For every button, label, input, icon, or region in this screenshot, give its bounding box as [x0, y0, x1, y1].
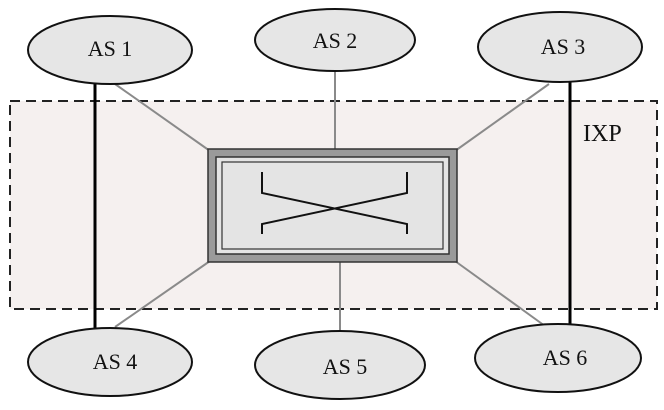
ixp-label: IXP — [583, 121, 622, 147]
as-node-4-shape — [27, 327, 193, 397]
private-links — [93, 77, 572, 333]
link-as1-switch — [114, 83, 211, 152]
as-node-2: AS 2 — [254, 8, 416, 72]
as-node-3-shape — [477, 11, 643, 83]
as-node-4-label: AS 4 — [93, 349, 138, 374]
peering-links — [114, 71, 550, 331]
switch-crossbar-icon — [261, 172, 408, 234]
as-node-3-label: AS 3 — [541, 34, 586, 59]
as-node-2-shape — [254, 8, 416, 72]
as-node-2-label: AS 2 — [313, 28, 358, 53]
as-node-5-label: AS 5 — [323, 354, 368, 379]
as-node-3: AS 3 — [477, 11, 643, 83]
link-as4-switch — [114, 260, 211, 328]
link-as3-switch — [454, 83, 550, 152]
as-node-4: AS 4 — [27, 327, 193, 397]
as-node-1: AS 1 — [27, 15, 193, 85]
as-node-6-shape — [474, 323, 642, 393]
as-node-5-shape — [254, 330, 426, 400]
switch-core — [221, 161, 444, 250]
as-node-1-shape — [27, 15, 193, 85]
as-node-1-label: AS 1 — [88, 36, 133, 61]
as-node-6: AS 6 — [474, 323, 642, 393]
as-node-5: AS 5 — [254, 330, 426, 400]
ixp-switch — [207, 148, 458, 263]
as-node-6-label: AS 6 — [543, 345, 588, 370]
link-as6-switch — [454, 260, 546, 327]
